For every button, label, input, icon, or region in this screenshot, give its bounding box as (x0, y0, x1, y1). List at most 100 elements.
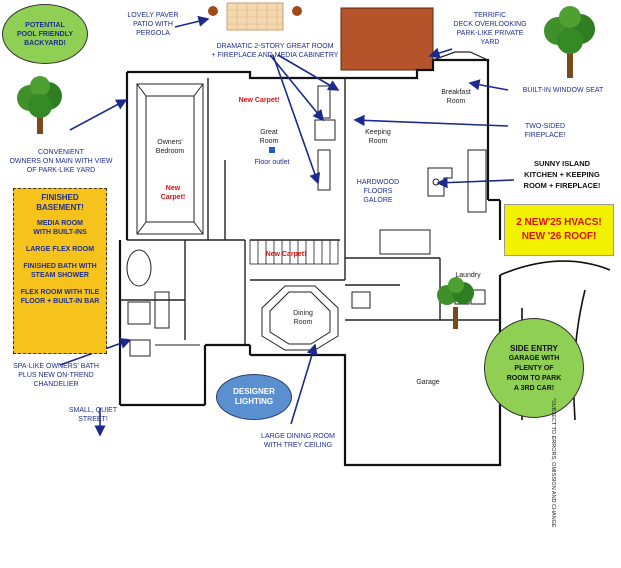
basement-item-2: LARGE FLEX ROOM (25, 246, 95, 253)
tree-icon (17, 76, 62, 134)
great-line-2: Room (259, 138, 279, 145)
dining-ceiling-line-1: LARGE DINING ROOM (261, 433, 335, 440)
great-room-line-2: + FIREPLACE AND MEDIA CABINETRY (211, 52, 339, 59)
deck-line-4: YARD (480, 39, 500, 46)
paver-line-3: PERGOLA (136, 30, 170, 37)
deck-line-1: TERRIFIC (473, 12, 507, 19)
owners-callout: CONVENIENT OWNERS ON MAIN WITH VIEW OF P… (2, 148, 120, 175)
garage-entry-callout: SIDE ENTRY GARAGE WITH PLENTY OF ROOM TO… (484, 318, 584, 418)
deck-area (340, 7, 434, 71)
designer-line-1: DESIGNER (233, 387, 275, 396)
floor-plan-drawing (59, 2, 611, 467)
keeping-line-2: Room (368, 138, 388, 145)
window-seat-callout: BUILT-IN WINDOW SEAT (522, 87, 604, 94)
basement-item-1-line-2: WITH BUILT-INS (33, 229, 87, 236)
paver-callout: LOVELY PAVER PATIO WITH PERGOLA (118, 11, 188, 38)
floor-outlet-label: Floor outlet (254, 159, 290, 166)
carpet-bedroom-line-2: Carpet! (160, 194, 186, 201)
spa-line-2: PLUS NEW ON-TREND (18, 372, 94, 379)
street-callout: SMALL, QUIET STREET! (58, 406, 128, 424)
garage-entry-line-4: ROOM TO PARK (506, 374, 562, 382)
garage-entry-line-3: PLENTY OF (514, 364, 554, 372)
dining-room-label: Dining Room (285, 309, 321, 327)
paver-patio (226, 2, 284, 31)
keeping-line-1: Keeping (365, 129, 391, 136)
garage-label: Garage (416, 379, 440, 386)
deck-callout: TERRIFIC DECK OVERLOOKING PARK-LIKE PRIV… (450, 11, 530, 47)
disclaimer-text: *SUBJECT TO ERRORS, OMISSION AND CHANGE (550, 398, 556, 528)
two-sided-callout: TWO-SIDED FIREPLACE! (510, 122, 580, 140)
basement-item-1-line-1: MEDIA ROOM (36, 220, 84, 227)
hardwood-line-3: GALORE (363, 197, 393, 204)
owners-bath-fixtures (126, 249, 200, 357)
pool-line-3: BACKYARD! (24, 39, 66, 47)
basement-title-2: BASEMENT! (36, 203, 84, 212)
kitchen-line-2: KITCHEN + KEEPING (524, 170, 600, 179)
great-line-1: Great (260, 129, 278, 136)
paver-line-2: PATIO WITH (133, 21, 173, 28)
carpet-bedroom-line-1: New (165, 185, 181, 192)
designer-line-2: LIGHTING (234, 397, 274, 406)
two-sided-line-1: TWO-SIDED (524, 123, 566, 130)
hardwood-line-1: HARDWOOD (356, 179, 400, 186)
pool-line-1: POTENTIAL (25, 21, 65, 29)
dining-line-2: Room (293, 319, 313, 326)
dining-ceiling-callout: LARGE DINING ROOM WITH TREY CEILING (250, 432, 346, 450)
keeping-room-label: Keeping Room (355, 128, 401, 146)
pool-callout: POTENTIAL POOL FRIENDLY BACKYARD! (2, 4, 88, 64)
garage-entry-line-5: A 3RD CAR! (513, 384, 555, 392)
great-room-callout: DRAMATIC 2-STORY GREAT ROOM + FIREPLACE … (200, 42, 350, 60)
garage-entry-line-2: GARAGE WITH (508, 354, 560, 362)
breakfast-line-2: Room (446, 98, 466, 105)
deck-line-2: DECK OVERLOOKING (453, 21, 527, 28)
garage-entry-line-1: SIDE ENTRY (510, 343, 558, 353)
owners-line-1: CONVENIENT (38, 149, 84, 156)
planter-icon-2 (292, 6, 302, 16)
owners-room-line-1: Owners' (157, 139, 183, 146)
street-line-1: SMALL, QUIET (68, 407, 118, 414)
breakfast-line-1: Breakfast (441, 89, 471, 96)
deck-line-3: PARK-LIKE PRIVATE (456, 30, 524, 37)
hardwood-callout: HARDWOOD FLOORS GALORE (353, 178, 403, 205)
tree-icon-small (437, 277, 474, 329)
new-carpet-bedroom: New Carpet! (158, 184, 188, 202)
two-sided-line-2: FIREPLACE! (524, 132, 566, 139)
spa-line-1: SPA-LIKE OWNERS' BATH (13, 363, 99, 370)
dining-ceiling-line-2: WITH TREY CEILING (263, 442, 333, 449)
owners-line-3: OF PARK-LIKE YARD (26, 167, 96, 174)
spa-line-3: CHANDELIER (33, 381, 79, 388)
owners-line-2: OWNERS ON MAIN WITH VIEW (9, 158, 113, 165)
designer-lighting-callout: DESIGNER LIGHTING (216, 374, 292, 420)
hardwood-line-2: FLOORS (363, 188, 393, 195)
hvac-roof-callout: 2 NEW'25 HVACS! NEW '26 ROOF! (504, 204, 614, 256)
basement-callout: FINISHED BASEMENT! MEDIA ROOM WITH BUILT… (13, 188, 107, 354)
tree-icon-right (544, 6, 595, 78)
basement-item-4-line-2: FLOOR + BUILT-IN BAR (20, 298, 100, 305)
pool-line-2: POOL FRIENDLY (16, 30, 73, 38)
breakfast-room-label: Breakfast Room (428, 88, 484, 106)
window-seat (432, 51, 489, 61)
roof-line: NEW '26 ROOF! (521, 231, 597, 242)
kitchen-line-3: ROOM + FIREPLACE! (523, 181, 601, 190)
basement-item-3-line-1: FINISHED BATH WITH (23, 263, 97, 270)
great-room-line-1: DRAMATIC 2-STORY GREAT ROOM (216, 43, 334, 50)
great-room-label: Great Room (249, 128, 289, 146)
owners-room-line-2: Bedroom (155, 148, 185, 155)
laundry-label: Laundry (455, 272, 481, 279)
owners-bedroom-label: Owners' Bedroom (150, 138, 190, 156)
planter-icon (208, 6, 218, 16)
dining-line-1: Dining (293, 310, 313, 317)
new-carpet-stair: New Carpet! (265, 251, 307, 258)
basement-item-4-line-1: FLEX ROOM WITH TILE (20, 289, 100, 296)
new-carpet-top: New Carpet! (238, 97, 280, 104)
paver-line-1: LOVELY PAVER (127, 12, 179, 19)
kitchen-line-1: SUNNY ISLAND (533, 159, 591, 168)
floor-outlet-icon (269, 147, 275, 153)
spa-callout: SPA-LIKE OWNERS' BATH PLUS NEW ON-TREND … (2, 362, 110, 389)
kitchen-callout: SUNNY ISLAND KITCHEN + KEEPING ROOM + FI… (506, 158, 618, 191)
stairs (249, 239, 339, 265)
basement-title-1: FINISHED (41, 193, 79, 202)
hvac-line: 2 NEW'25 HVACS! (516, 217, 602, 228)
street-line-2: STREET! (78, 416, 108, 423)
bedroom-trey-ceiling (136, 83, 204, 235)
